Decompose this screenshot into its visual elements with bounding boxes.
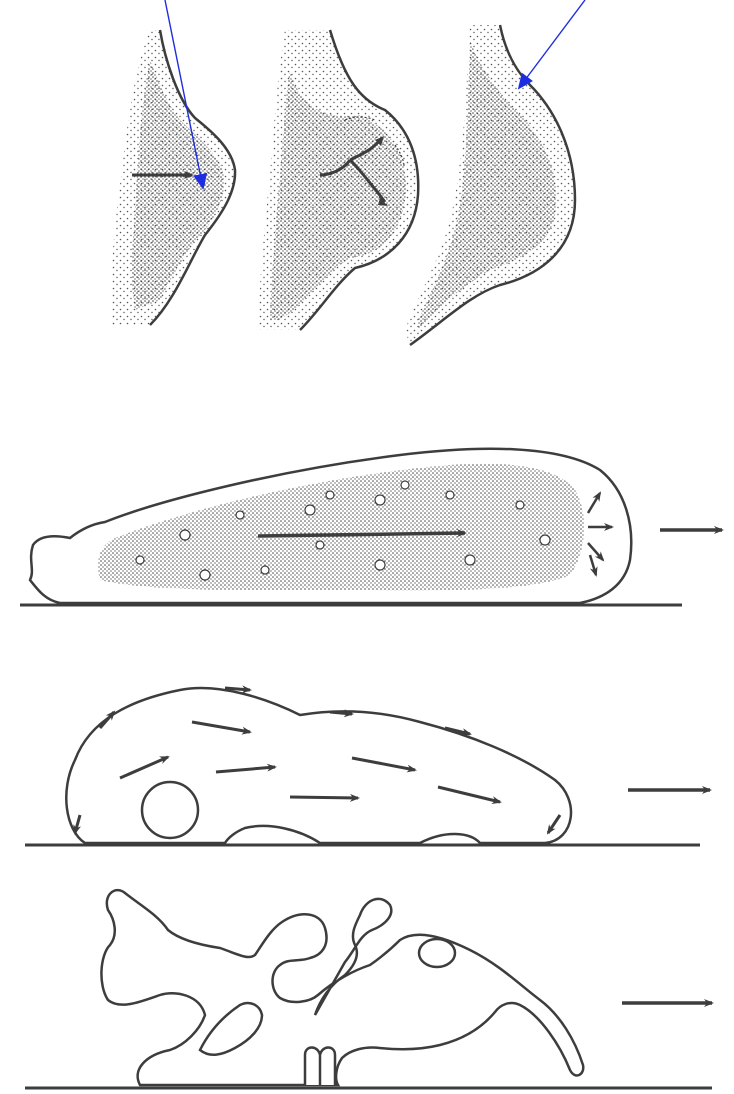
cell-outline: [101, 890, 583, 1085]
vacuole: [142, 782, 198, 838]
vacuole: [419, 939, 455, 967]
endoplasm: [98, 464, 584, 591]
pseudopod-stages-panel: [111, 0, 585, 345]
membrane-flow-panel: [25, 688, 710, 845]
feet: [305, 1048, 335, 1086]
annotation-arrow-right: [519, 0, 585, 88]
pseudopod-stage-3: [405, 25, 575, 345]
irregular-cell-panel: [25, 890, 712, 1088]
pseudopod-stage-2: [258, 30, 418, 330]
cell-outline: [66, 688, 571, 843]
pseudopod-stage-1: [111, 30, 235, 325]
amoeboid-flow-panel: [20, 449, 722, 605]
